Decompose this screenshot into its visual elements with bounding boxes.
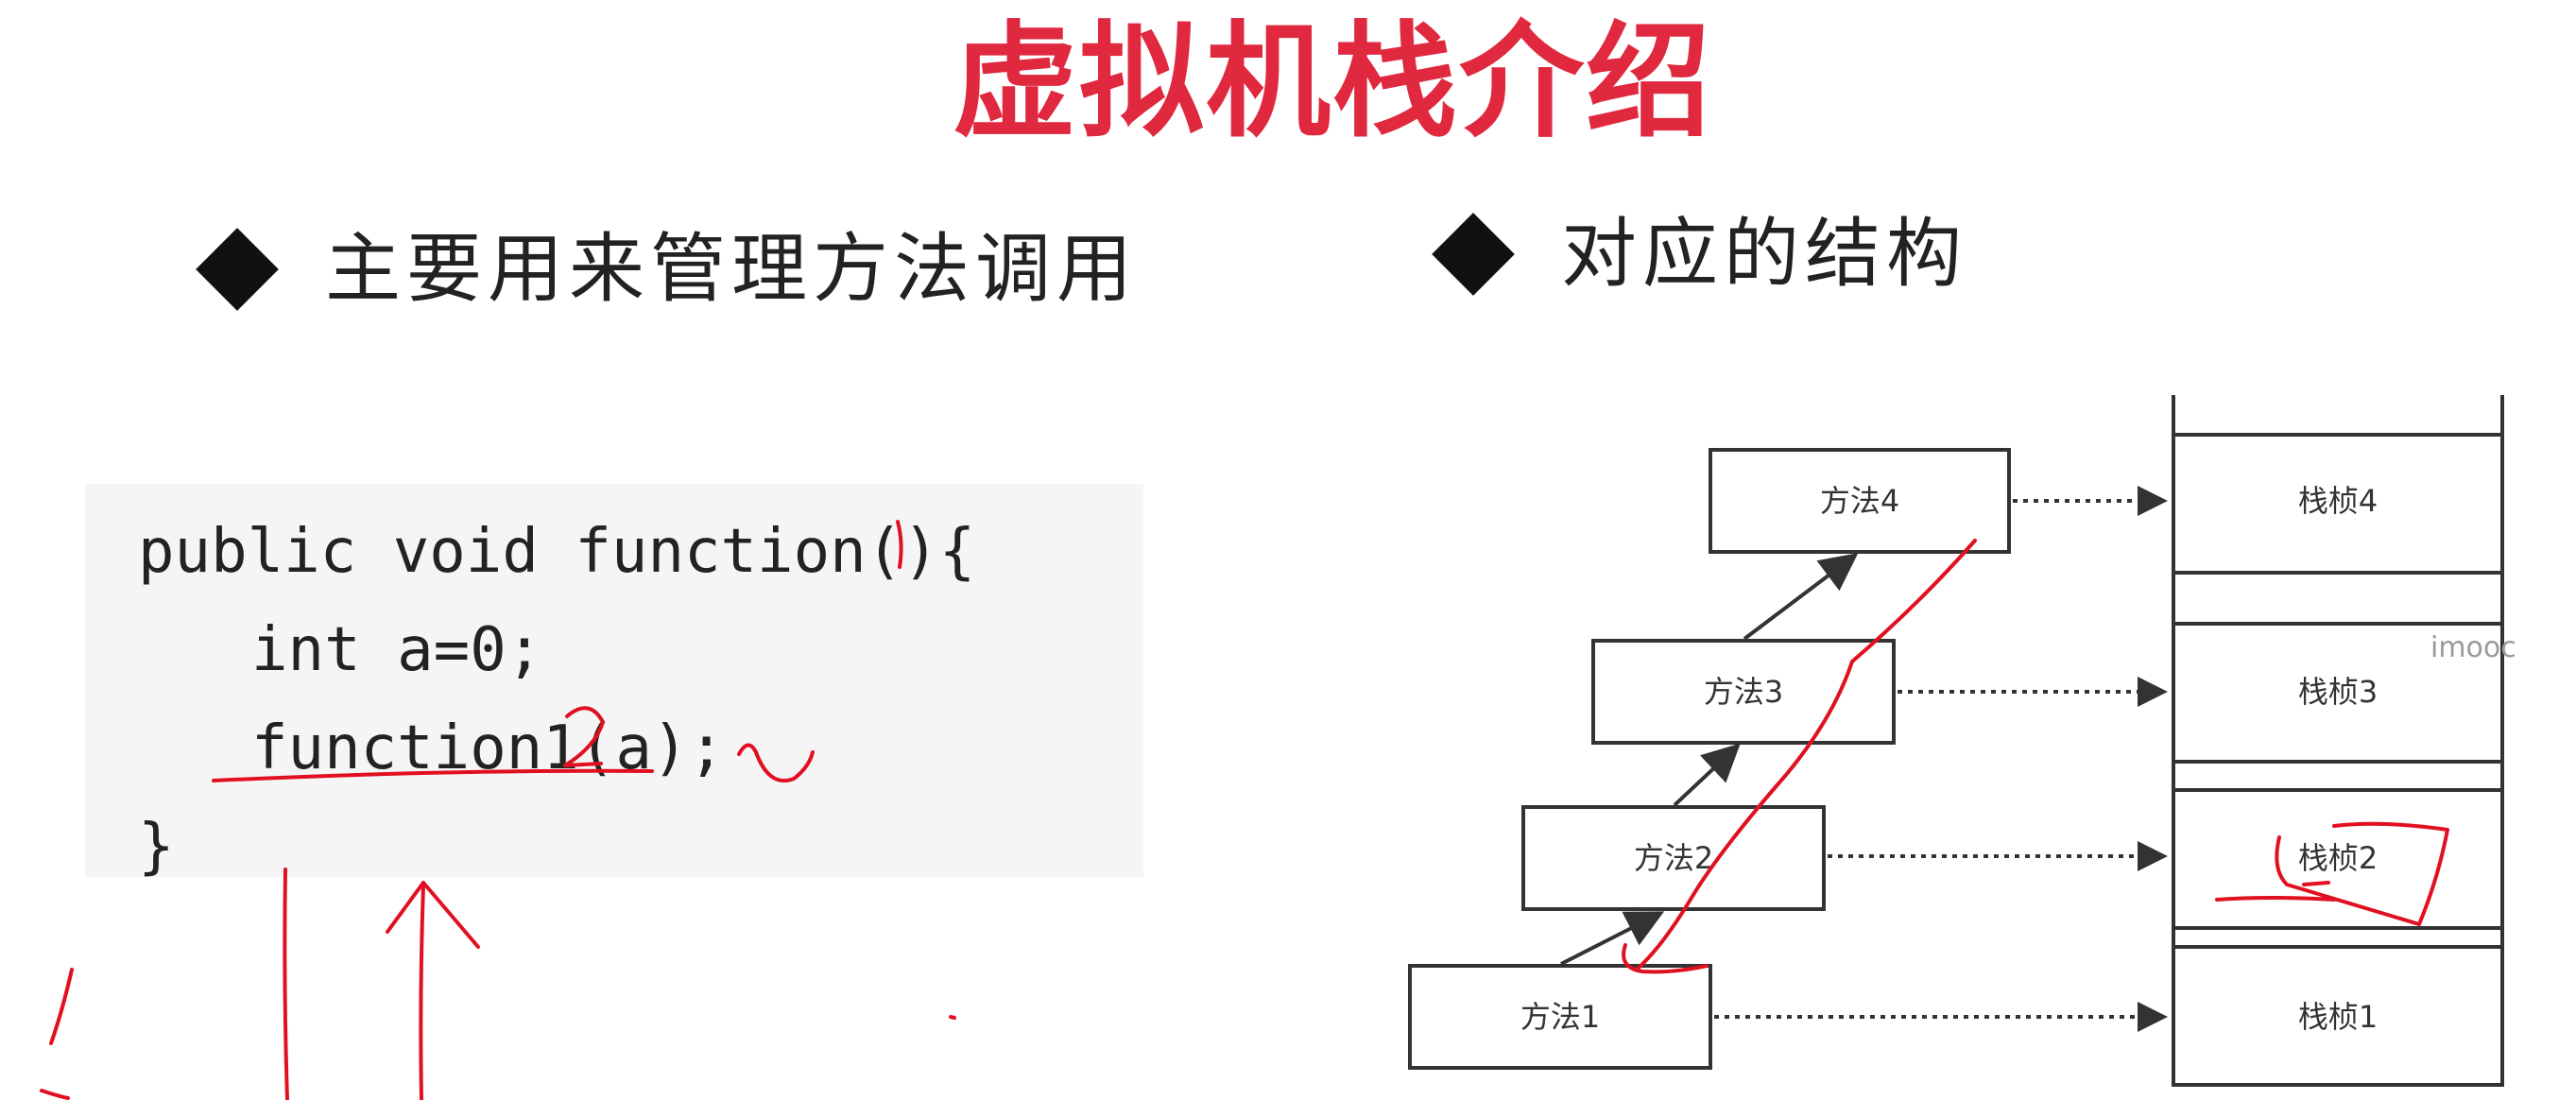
call-arrow-1-to-2 (1560, 911, 1665, 966)
bullet-structure: 对应的结构 (1429, 202, 1967, 306)
method-label-4: 方法4 (1819, 483, 1900, 519)
method-label-1: 方法1 (1520, 999, 1601, 1035)
stack-container (2172, 395, 2504, 1087)
stack-frame-label-4: 栈桢4 (2297, 483, 2379, 519)
code-line: } (138, 812, 175, 882)
stack-frame-label-2: 栈桢2 (2297, 840, 2379, 876)
bullet-method-calls: 主要用来管理方法调用 (193, 217, 1138, 321)
method-box-1 (1408, 964, 1712, 1070)
method-label-2: 方法2 (1633, 840, 1714, 876)
bullet-text: 主要用来管理方法调用 (325, 225, 1138, 313)
stack-frame-4 (2172, 433, 2504, 575)
watermark: imooc (2430, 631, 2516, 664)
call-arrow-2-to-3 (1673, 743, 1741, 807)
stack-frame-3 (2172, 622, 2504, 764)
slide-title: 虚拟机栈介绍 (953, 9, 1712, 155)
code-line: int a=0; (251, 615, 543, 685)
stack-frame-label-3: 栈桢3 (2297, 674, 2379, 710)
code-line: public void function(){ (138, 517, 976, 587)
stack-frame-1 (2172, 945, 2504, 1087)
method-label-3: 方法3 (1703, 674, 1784, 710)
bullet-text: 对应的结构 (1561, 210, 1967, 298)
call-arrow-3-to-4 (1743, 553, 1859, 641)
stack-frame-2 (2172, 788, 2504, 930)
stack-frame-label-1: 栈桢1 (2297, 999, 2379, 1035)
